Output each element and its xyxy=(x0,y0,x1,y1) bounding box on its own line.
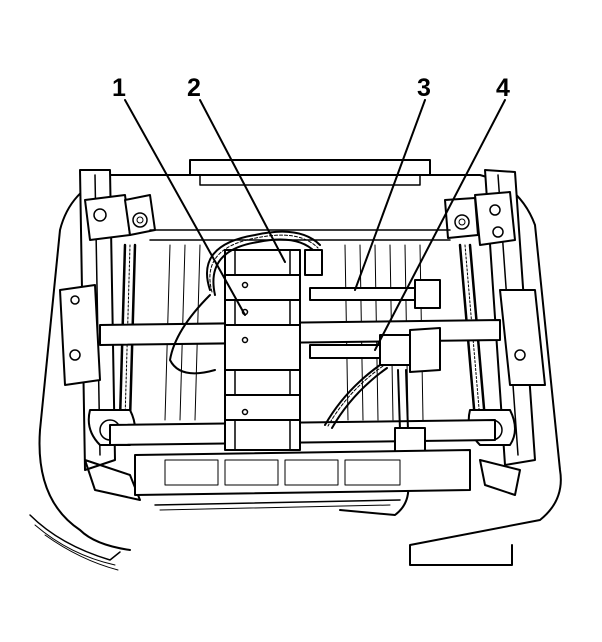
seat-cushion-outline xyxy=(29,159,562,571)
front-roller xyxy=(134,449,471,511)
callout-1: 1 xyxy=(112,74,126,102)
leader-line-4 xyxy=(374,99,506,351)
upper-rod xyxy=(309,279,441,309)
leader-line-3 xyxy=(354,99,426,291)
leader-line-2 xyxy=(199,99,286,263)
center-module xyxy=(169,230,323,451)
callout-2: 2 xyxy=(187,74,201,102)
callout-4: 4 xyxy=(496,74,510,102)
leader-line-1 xyxy=(124,99,246,316)
callout-3: 3 xyxy=(417,74,431,102)
callout-labels: 1 2 3 4 xyxy=(112,74,510,102)
leader-lines xyxy=(124,99,506,351)
